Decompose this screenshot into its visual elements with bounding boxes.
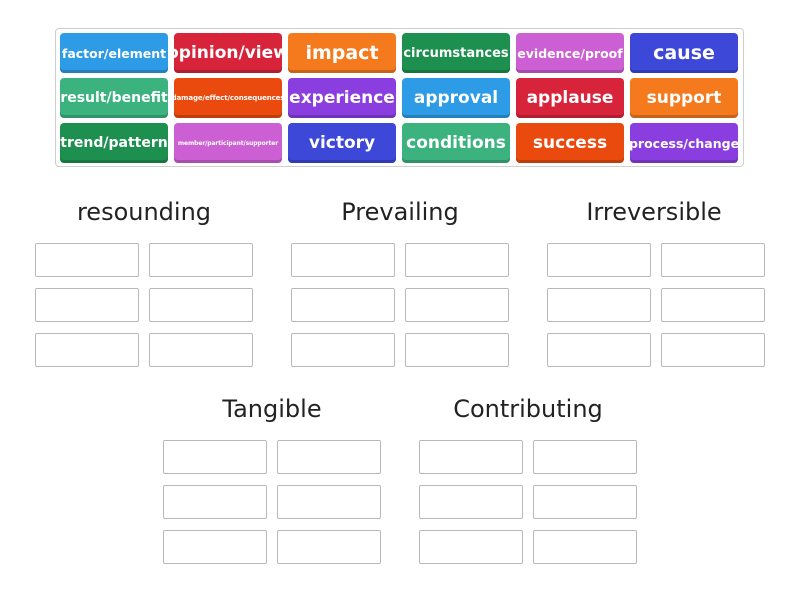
drop-slot[interactable] <box>149 288 253 322</box>
drop-slot[interactable] <box>533 485 637 519</box>
tile-conditions[interactable]: conditions <box>402 123 510 163</box>
tile-evidence-proof[interactable]: evidence/proof <box>516 33 624 73</box>
tile-approval[interactable]: approval <box>402 78 510 118</box>
tile-cause[interactable]: cause <box>630 33 738 73</box>
group-title: resounding <box>76 198 212 226</box>
tile-factor-element[interactable]: factor/element <box>60 33 168 73</box>
tile-victory[interactable]: victory <box>288 123 396 163</box>
drop-slot[interactable] <box>163 485 267 519</box>
drop-slot[interactable] <box>277 440 381 474</box>
drop-slot[interactable] <box>661 333 765 367</box>
drop-slot[interactable] <box>277 530 381 564</box>
drop-slot[interactable] <box>163 530 267 564</box>
group-title: Irreversible <box>586 198 722 226</box>
drop-slot[interactable] <box>291 288 395 322</box>
drop-slot[interactable] <box>661 243 765 277</box>
group-title: Prevailing <box>341 198 459 226</box>
drop-slot[interactable] <box>533 530 637 564</box>
group-title: Contributing <box>453 395 603 423</box>
drop-slot[interactable] <box>419 530 523 564</box>
tile-opinion-view[interactable]: opinion/view <box>174 33 282 73</box>
drop-slot[interactable] <box>405 243 509 277</box>
drop-slot[interactable] <box>291 243 395 277</box>
drop-slot[interactable] <box>547 243 651 277</box>
drop-slot[interactable] <box>533 440 637 474</box>
tile-support[interactable]: support <box>630 78 738 118</box>
tile-impact[interactable]: impact <box>288 33 396 73</box>
group-title: Tangible <box>222 395 322 423</box>
tile-bank: factor/element opinion/view impact circu… <box>55 28 744 167</box>
drop-slot[interactable] <box>35 333 139 367</box>
tile-result-benefit[interactable]: result/benefit <box>60 78 168 118</box>
drop-slot[interactable] <box>277 485 381 519</box>
drop-slot[interactable] <box>419 440 523 474</box>
drop-slot[interactable] <box>149 333 253 367</box>
drop-slot[interactable] <box>35 288 139 322</box>
tile-damage-effect-consequences[interactable]: damage/effect/consequences <box>174 78 282 118</box>
drop-slot[interactable] <box>405 333 509 367</box>
tile-circumstances[interactable]: circumstances <box>402 33 510 73</box>
tile-trend-pattern[interactable]: trend/pattern <box>60 123 168 163</box>
drop-slot[interactable] <box>163 440 267 474</box>
tile-member-participant-supporter[interactable]: member/participant/supporter <box>174 123 282 163</box>
tile-process-change[interactable]: process/change <box>630 123 738 163</box>
tile-applause[interactable]: applause <box>516 78 624 118</box>
tile-success[interactable]: success <box>516 123 624 163</box>
drop-slot[interactable] <box>547 333 651 367</box>
drop-slot[interactable] <box>405 288 509 322</box>
drop-slot[interactable] <box>661 288 765 322</box>
drop-slot[interactable] <box>291 333 395 367</box>
drop-slot[interactable] <box>35 243 139 277</box>
drop-slot[interactable] <box>419 485 523 519</box>
drop-slot[interactable] <box>149 243 253 277</box>
drop-slot[interactable] <box>547 288 651 322</box>
tile-experience[interactable]: experience <box>288 78 396 118</box>
